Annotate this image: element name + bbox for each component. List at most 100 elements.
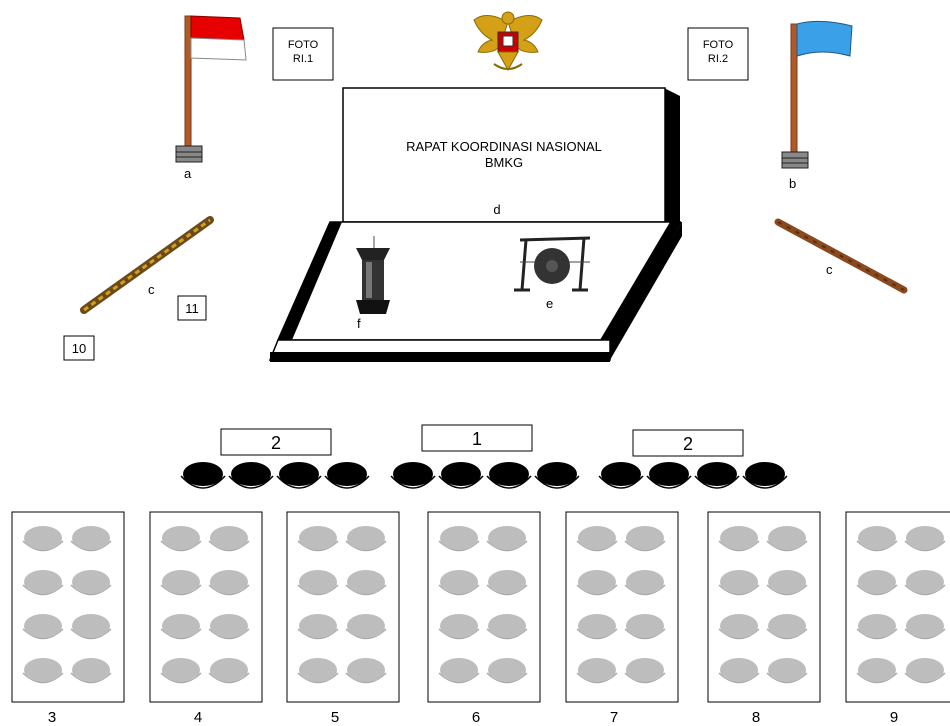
guest-seat	[70, 526, 112, 552]
guest-seat	[486, 614, 528, 640]
vip-seat	[694, 462, 740, 489]
seating-block: 3	[11, 511, 125, 726]
guest-seat	[718, 658, 760, 684]
guest-seat	[624, 526, 666, 552]
guest-seat	[22, 658, 64, 684]
guest-seat	[345, 658, 387, 684]
rope-barrier-right	[774, 218, 908, 294]
guest-seat	[438, 658, 480, 684]
guest-seat	[766, 570, 808, 596]
podium-icon	[356, 236, 390, 314]
stage-platform	[268, 221, 682, 362]
vip-seat	[228, 462, 274, 489]
guest-seat	[160, 658, 202, 684]
flag-right-label: b	[789, 176, 796, 191]
guest-seat	[297, 570, 339, 596]
guest-seat	[766, 526, 808, 552]
rope-left-label: c	[148, 282, 155, 297]
vip-seat	[276, 462, 322, 489]
guest-seat	[718, 526, 760, 552]
stage-backdrop	[342, 87, 680, 223]
guest-seat	[576, 614, 618, 640]
guest-seat	[438, 570, 480, 596]
seating-block-number: 3	[48, 709, 56, 726]
photo-frame-left	[272, 27, 334, 81]
banner-line1: RAPAT KOORDINASI NASIONAL	[406, 139, 602, 154]
guest-seat	[160, 526, 202, 552]
guest-seat	[486, 658, 528, 684]
guest-seat	[624, 658, 666, 684]
vip-seat	[180, 462, 226, 489]
vip-seat	[742, 462, 788, 489]
seating-block: 5	[286, 511, 400, 726]
seating-block-number: 9	[890, 709, 898, 726]
front-row-left-label: 2	[271, 433, 281, 453]
guest-seat	[624, 570, 666, 596]
guest-seat	[486, 526, 528, 552]
guest-seat	[297, 526, 339, 552]
seating-block-number: 8	[752, 709, 760, 726]
guest-seat	[160, 570, 202, 596]
guest-seat	[70, 570, 112, 596]
guest-seat	[22, 614, 64, 640]
guest-seat	[718, 570, 760, 596]
vip-seat	[390, 462, 436, 489]
seating-block: 6	[427, 511, 541, 726]
rope-barrier-left	[80, 216, 214, 314]
guest-seat	[70, 658, 112, 684]
marker-11-box	[177, 295, 207, 321]
marker-10-box	[63, 335, 95, 361]
guest-seat	[486, 570, 528, 596]
seating-block-number: 7	[610, 709, 618, 726]
front-row-right-box	[632, 429, 744, 457]
guest-seat	[297, 658, 339, 684]
banner-line2: BMKG	[485, 155, 523, 170]
photo-left-line1: FOTO	[288, 39, 319, 51]
vip-seat	[598, 462, 644, 489]
flag-left-label: a	[184, 166, 192, 181]
seating-block-number: 4	[194, 709, 202, 726]
guest-seat	[856, 614, 898, 640]
gong-label: e	[546, 296, 553, 311]
vip-seat	[646, 462, 692, 489]
seating-block: 8	[707, 511, 821, 726]
guest-seat	[904, 526, 946, 552]
guest-seat	[70, 614, 112, 640]
rope-right-label: c	[826, 262, 833, 277]
guest-seat	[22, 526, 64, 552]
flag-left	[175, 15, 247, 163]
guest-seat	[345, 526, 387, 552]
guest-seat	[904, 658, 946, 684]
guest-seat	[160, 614, 202, 640]
guest-seat	[438, 614, 480, 640]
seating-block: 9	[845, 511, 950, 726]
guest-seat	[208, 614, 250, 640]
photo-right-line1: FOTO	[703, 39, 734, 51]
front-row-center-label: 1	[472, 429, 482, 449]
photo-frame-right	[687, 27, 749, 81]
seating-block-number: 5	[331, 709, 339, 726]
guest-seat	[624, 614, 666, 640]
guest-seat	[208, 526, 250, 552]
guest-seat	[438, 526, 480, 552]
guest-seat	[208, 570, 250, 596]
guest-seat	[856, 658, 898, 684]
guest-seat	[856, 570, 898, 596]
guest-seat	[576, 658, 618, 684]
flag-right	[781, 20, 853, 169]
vip-seat	[486, 462, 532, 489]
seating-block: 7	[565, 511, 679, 726]
seating-block: 4	[149, 511, 263, 726]
vip-seat	[438, 462, 484, 489]
guest-seat	[297, 614, 339, 640]
garuda-emblem-icon	[473, 11, 543, 72]
guest-seat	[345, 614, 387, 640]
photo-left-line2: RI.1	[293, 53, 313, 65]
guest-seating-blocks: 3 4 5 6 7 8 9	[11, 511, 950, 726]
guest-seat	[766, 614, 808, 640]
vip-seat	[534, 462, 580, 489]
seating-block-number: 6	[472, 709, 480, 726]
front-row-center-box	[421, 424, 533, 452]
front-row-left-box	[220, 428, 332, 456]
